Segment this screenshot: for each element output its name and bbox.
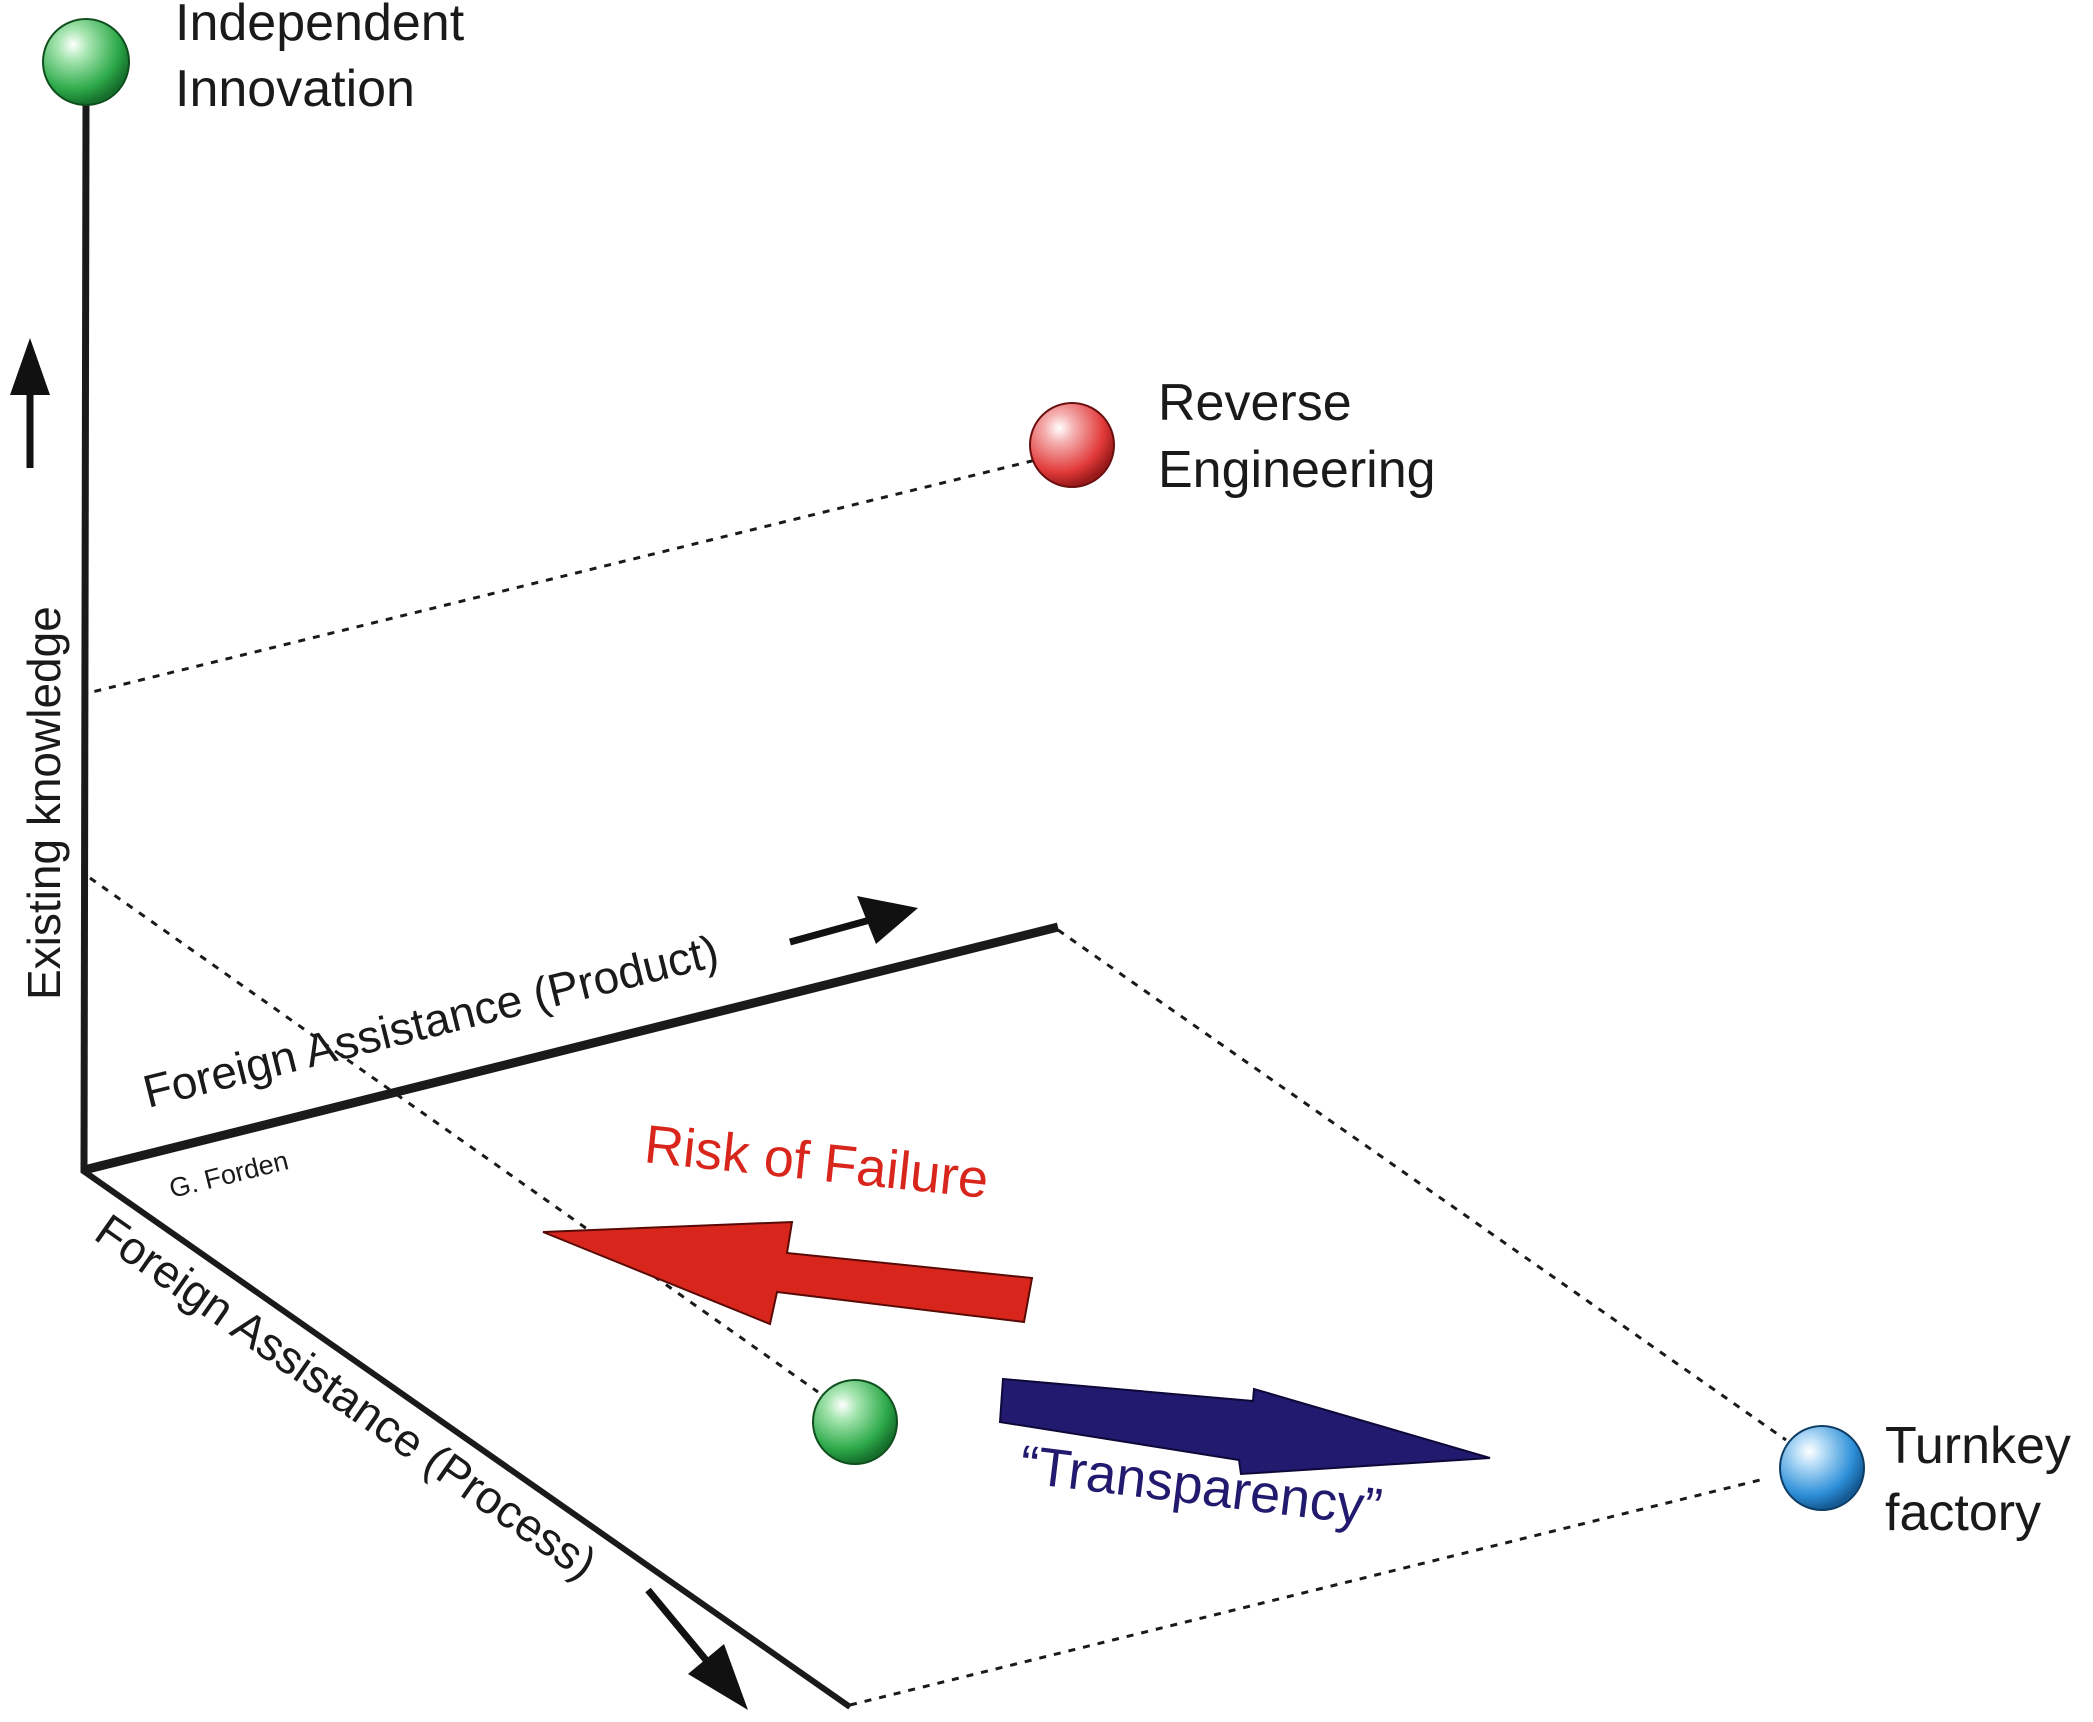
turnkey-factory-label-2: factory bbox=[1885, 1484, 2041, 1542]
process-axis bbox=[80, 1167, 852, 1710]
reverse-engineering-label-2: Engineering bbox=[1158, 441, 1436, 499]
process-direction-arrow bbox=[645, 1587, 748, 1710]
existing-knowledge-label: Existing knowledge bbox=[18, 606, 70, 1000]
author-credit: G. Forden bbox=[166, 1145, 291, 1204]
independent-innovation-label-1: Independent bbox=[175, 0, 465, 52]
guide-process-to-turnkey bbox=[849, 1478, 1761, 1707]
product-direction-arrow bbox=[789, 896, 918, 946]
current-position-node bbox=[812, 1379, 898, 1465]
reverse-engineering-label-1: Reverse bbox=[1158, 374, 1352, 432]
risk-of-failure-label: Risk of Failure bbox=[642, 1114, 991, 1210]
reverse-engineering-node bbox=[1029, 402, 1115, 488]
guide-reverse-to-axis bbox=[87, 455, 1049, 695]
knowledge-direction-arrow bbox=[10, 338, 50, 468]
transparency-arrow bbox=[998, 1377, 1491, 1476]
turnkey-factory-label-1: Turnkey bbox=[1885, 1417, 2071, 1475]
independent-innovation-node bbox=[42, 18, 130, 106]
independent-innovation-label-2: Innovation bbox=[175, 60, 415, 118]
product-axis-label: Foreign Assistance (Product) bbox=[138, 924, 724, 1117]
product-axis bbox=[82, 922, 1060, 1175]
vertical-axis bbox=[80, 104, 90, 1173]
process-axis-label: Foreign Assistance (Process) bbox=[86, 1204, 606, 1590]
guide-product-to-turnkey bbox=[1057, 928, 1787, 1442]
risk-of-failure-arrow bbox=[542, 1220, 1034, 1326]
turnkey-factory-node bbox=[1779, 1425, 1865, 1511]
